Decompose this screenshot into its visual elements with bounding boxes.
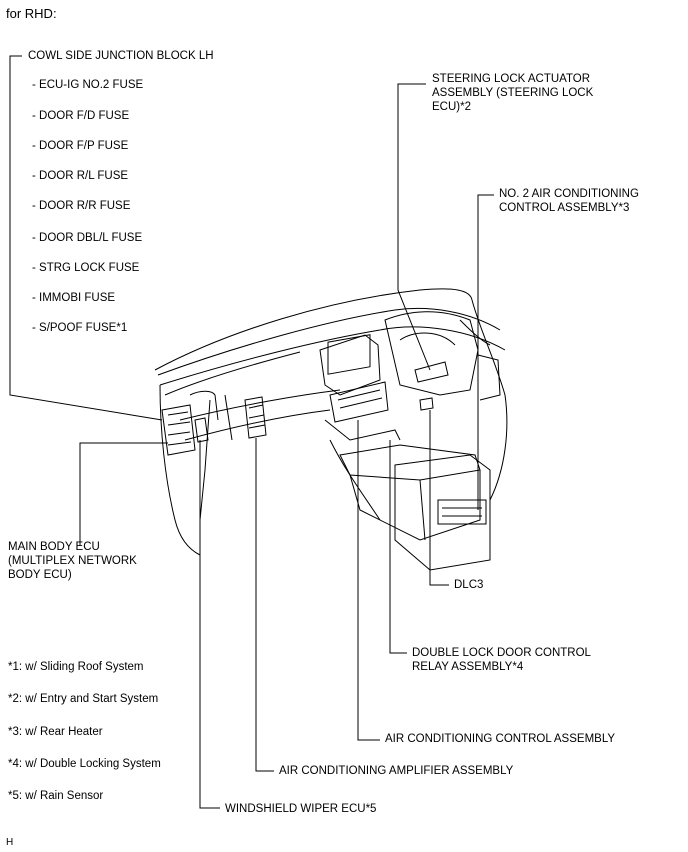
steering-column [414, 361, 449, 383]
windshield-outline [154, 288, 473, 371]
right-pillar [471, 299, 508, 501]
note-item: *4: w/ Double Locking System [8, 758, 161, 770]
leader-wiper-ecu [199, 440, 220, 809]
rear-console [394, 454, 491, 571]
fuse-item: - IMMOBI FUSE [32, 292, 116, 304]
double-lock-relay-label: DOUBLE LOCK DOOR CONTROL RELAY ASSEMBLY*… [412, 647, 591, 673]
ac-control-label: AIR CONDITIONING CONTROL ASSEMBLY [385, 733, 616, 745]
left-pillar [159, 384, 201, 556]
fuse-item: - DOOR R/R FUSE [32, 200, 131, 212]
dlc3-label: DLC3 [454, 579, 484, 591]
junction-block-title: COWL SIDE JUNCTION BLOCK LH [28, 50, 214, 62]
leader-ac-control [357, 420, 380, 741]
steering-lock-label: STEERING LOCK ACTUATOR ASSEMBLY (STEERIN… [432, 73, 594, 113]
fuse-item: - S/POOF FUSE*1 [32, 322, 128, 334]
lower-dash [179, 389, 341, 421]
no2-ac-control-label: NO. 2 AIR CONDITIONING CONTROL ASSEMBLY*… [499, 188, 639, 214]
leader-dlc3 [429, 410, 449, 586]
main-body-ecu [244, 396, 267, 439]
dash-front-line [159, 326, 506, 386]
leader-main-body-ecu [79, 442, 168, 545]
fuse-item: - DOOR F/D FUSE [32, 110, 130, 122]
note-item: *1: w/ Sliding Roof System [8, 661, 144, 673]
diagram-title: for RHD: [6, 6, 57, 21]
fuse-item: - ECU-IG NO.2 FUSE [32, 79, 144, 91]
note-item: *2: w/ Entry and Start System [8, 693, 159, 705]
main-body-ecu-label: MAIN BODY ECU (MULTIPLEX NETWORK BODY EC… [8, 541, 137, 581]
fuse-item: - DOOR R/L FUSE [32, 170, 129, 182]
center-stack [319, 334, 381, 396]
fuse-item: - DOOR DBL/L FUSE [32, 232, 143, 244]
leader-junction-block [9, 55, 163, 421]
display-screen [327, 334, 371, 375]
note-item: *5: w/ Rain Sensor [8, 790, 104, 802]
note-item: *3: w/ Rear Heater [8, 726, 103, 738]
leader-steering-lock [397, 83, 431, 371]
rear-ac-panel [437, 499, 487, 525]
leader-ac-amplifier [255, 438, 274, 772]
leader-double-lock [389, 440, 407, 654]
leader-no2-ac [477, 194, 494, 510]
fuse-item: - STRG LOCK FUSE [32, 262, 140, 274]
figure-code: H [6, 837, 14, 848]
dash-top-edge [157, 307, 501, 376]
wiper-ecu-label: WINDSHIELD WIPER ECU*5 [225, 803, 377, 815]
junction-block [161, 404, 196, 456]
fuse-item: - DOOR F/P FUSE [32, 140, 129, 152]
ac-amplifier-label: AIR CONDITIONING AMPLIFIER ASSEMBLY [279, 765, 514, 777]
